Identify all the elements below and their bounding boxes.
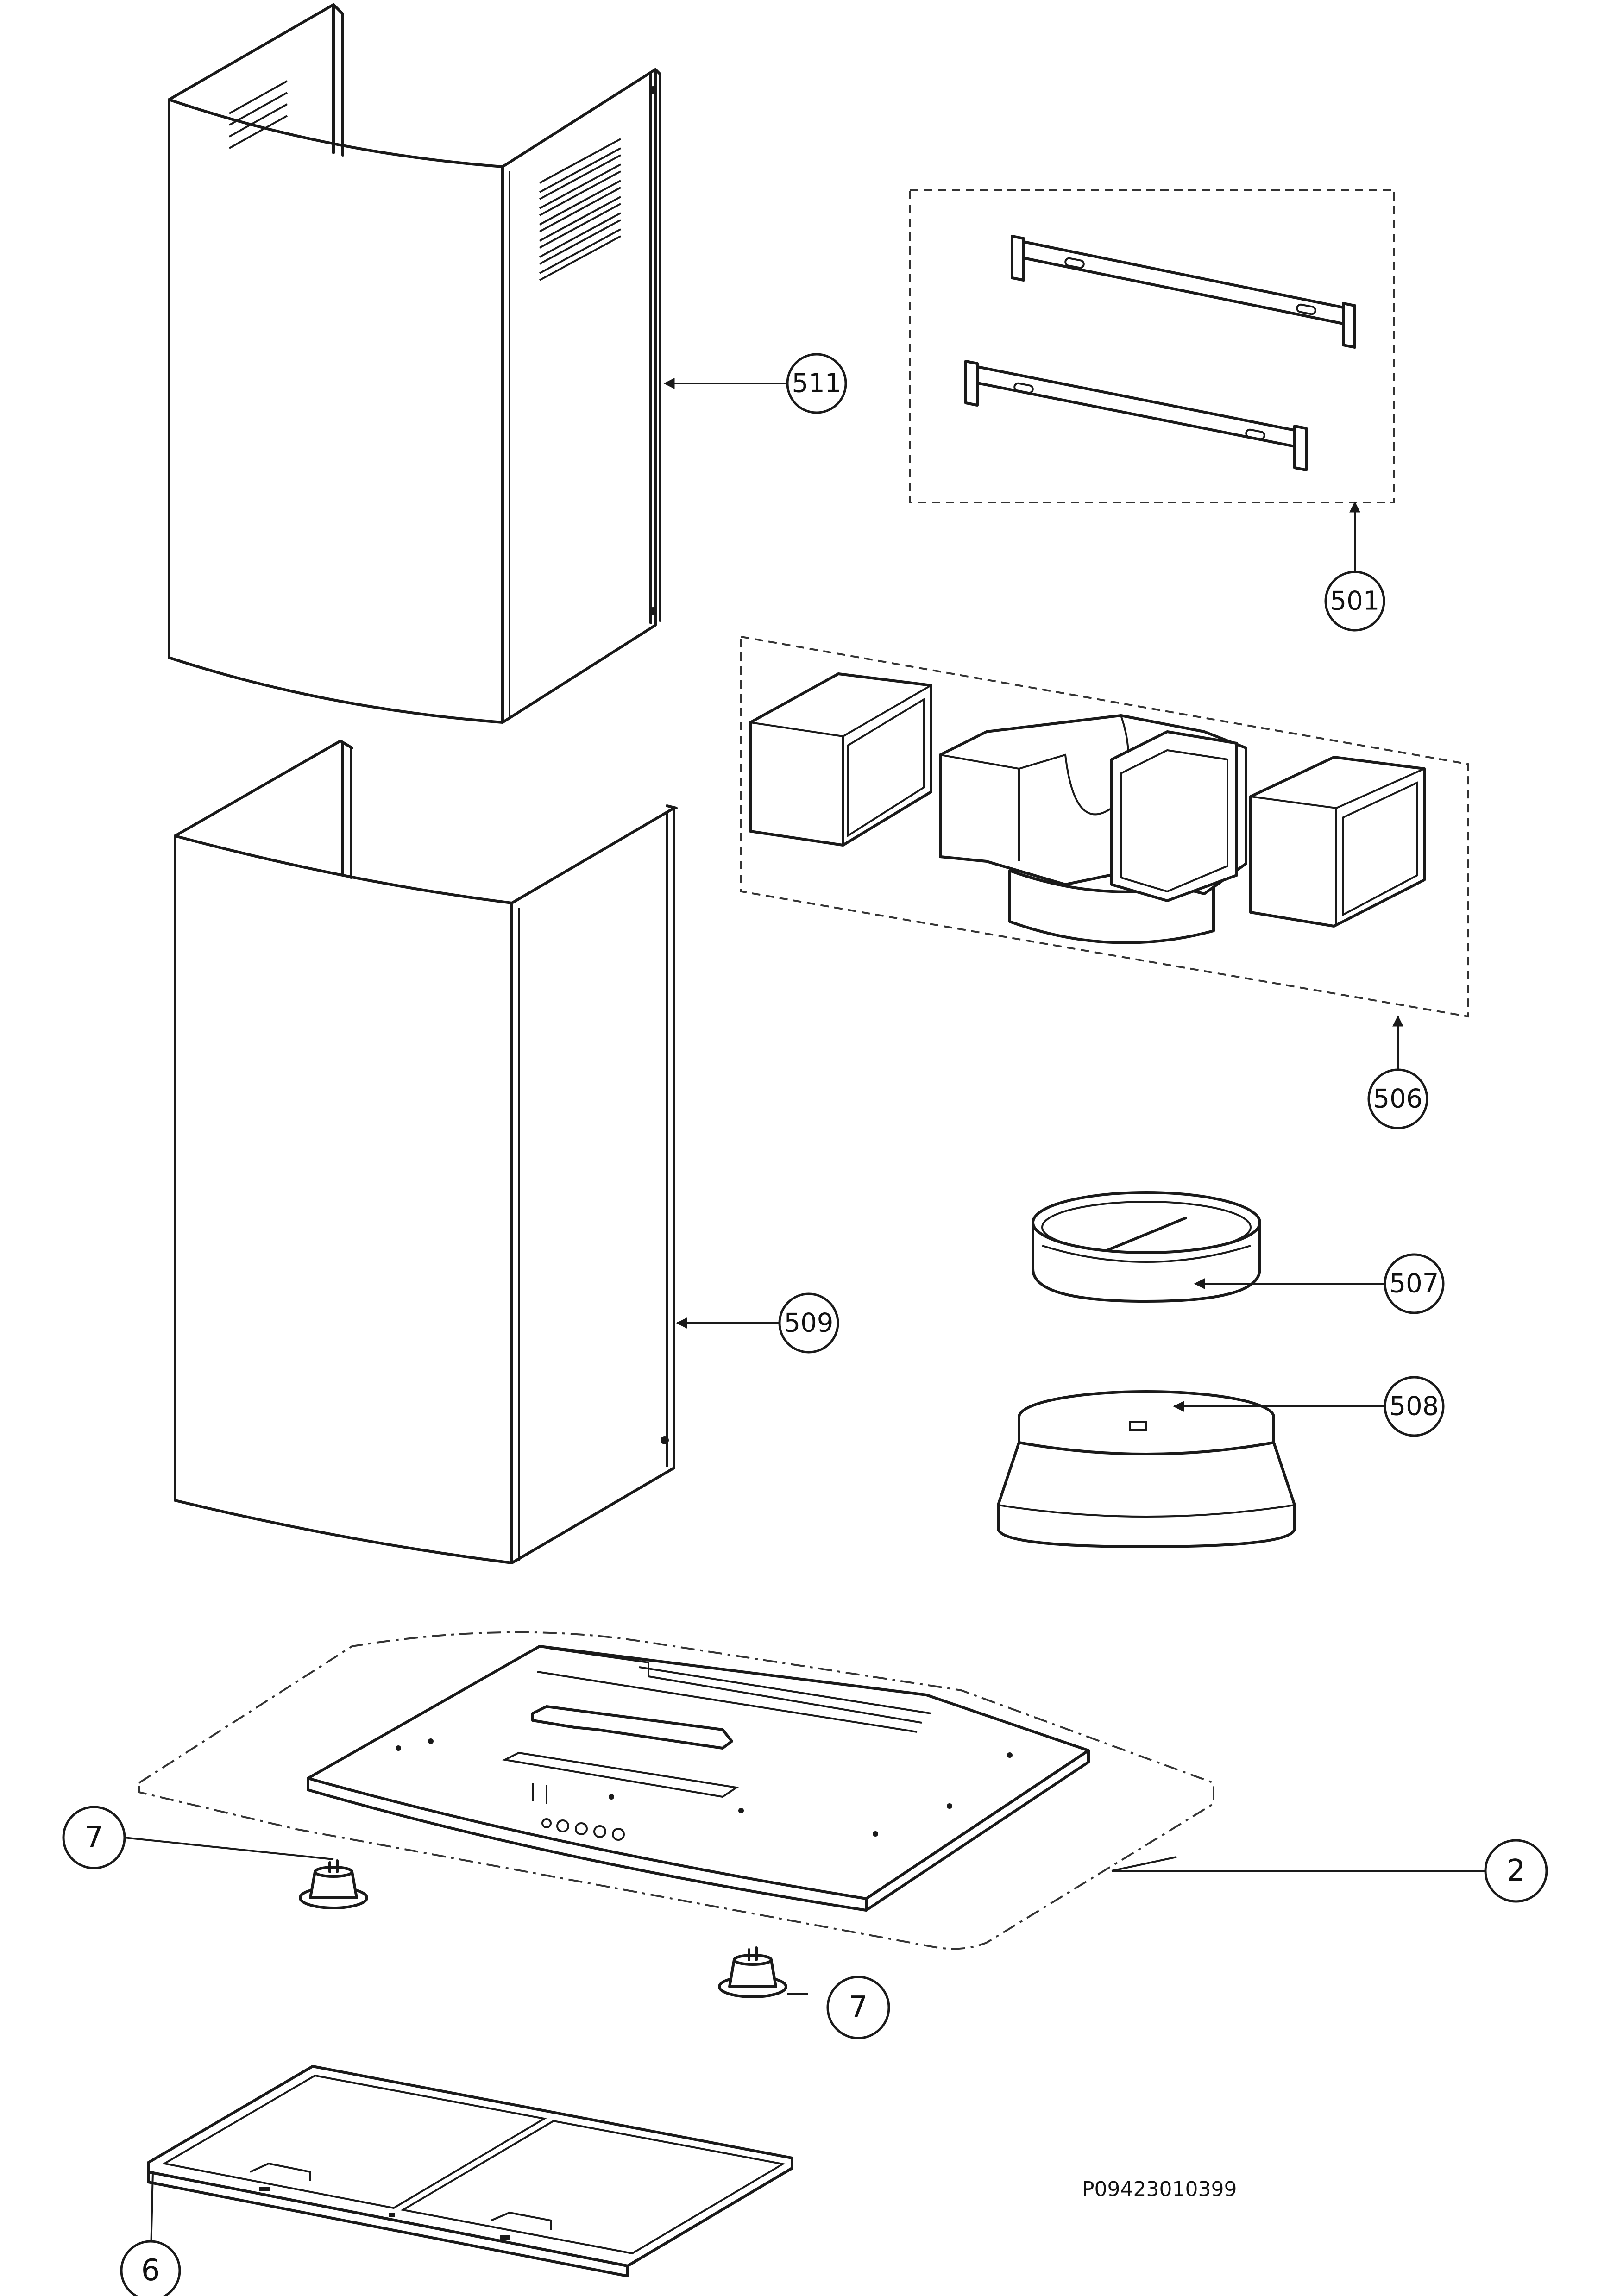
callout-509-label: 509 — [784, 1308, 834, 1338]
callout-6: 6 — [120, 2240, 181, 2296]
lamp-right — [718, 1946, 787, 1998]
bracket-lower — [964, 360, 1308, 471]
vent-slots-left — [229, 80, 288, 149]
mounting-bracket-kit — [909, 189, 1395, 503]
callout-501: 501 — [1324, 571, 1385, 632]
callout-7-left: 7 — [62, 1806, 126, 1869]
callout-511: 511 — [786, 353, 847, 414]
duct-collar — [1032, 1191, 1261, 1303]
callout-7-right: 7 — [826, 1976, 890, 2039]
leader-lines — [124, 378, 1486, 2271]
callout-507-label: 507 — [1390, 1269, 1439, 1299]
callout-507: 507 — [1384, 1253, 1445, 1314]
callout-509: 509 — [778, 1292, 839, 1354]
duct-adaptor-kit — [740, 635, 1469, 1018]
upper-chimney-cover — [168, 3, 661, 724]
duct-right — [1249, 756, 1426, 928]
lower-chimney-cover — [174, 740, 678, 1564]
callout-2: 2 — [1484, 1839, 1548, 1903]
callout-506: 506 — [1367, 1068, 1428, 1129]
hood-body — [138, 1631, 1214, 1950]
callout-501-label: 501 — [1330, 586, 1380, 616]
lamp-left — [299, 1859, 368, 1909]
duct-left — [749, 672, 932, 847]
drawing-code: P09423010399 — [1082, 2177, 1237, 2201]
bracket-upper — [1011, 235, 1356, 349]
callout-2-label: 2 — [1507, 1854, 1526, 1888]
callout-508: 508 — [1384, 1376, 1445, 1437]
grease-filters — [147, 2065, 793, 2277]
duct-reducer — [997, 1390, 1296, 1548]
duct-center — [939, 714, 1247, 944]
callout-508-label: 508 — [1390, 1392, 1439, 1422]
callout-506-label: 506 — [1373, 1084, 1423, 1114]
vent-slots-right — [539, 138, 621, 281]
callout-6-label: 6 — [141, 2253, 160, 2288]
callout-7-right-label: 7 — [849, 1990, 868, 2025]
callout-511-label: 511 — [792, 369, 842, 399]
callout-7-left-label: 7 — [85, 1820, 104, 1855]
control-knobs — [541, 1818, 625, 1841]
